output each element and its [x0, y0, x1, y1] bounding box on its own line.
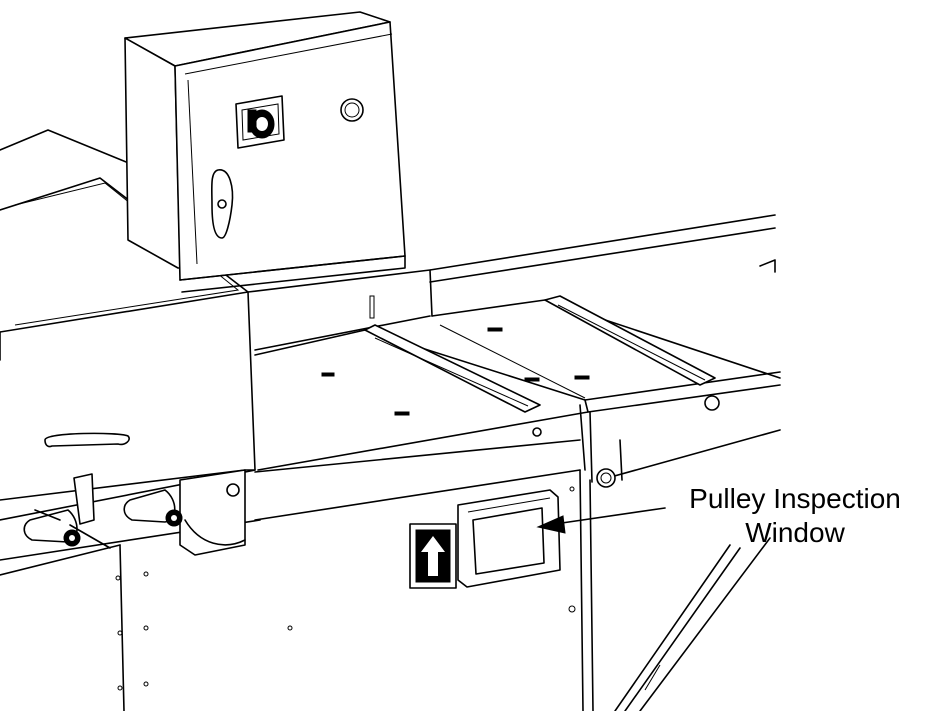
roller — [544, 295, 716, 386]
callout-label: Pulley Inspection Window — [668, 482, 922, 550]
pulley-inspection-window — [457, 489, 561, 588]
door-latch-icon — [210, 169, 234, 239]
conveyor-rear-panel — [247, 214, 776, 351]
roller — [364, 324, 541, 413]
belt-tension-clamps — [23, 469, 246, 556]
disconnect-switch-icon — [235, 95, 285, 149]
frame-brace — [614, 537, 771, 711]
indicator-light-icon — [340, 98, 364, 122]
conveyor-bed — [254, 295, 781, 488]
callout-label-line1: Pulley Inspection — [689, 483, 901, 514]
callout-label-line2: Window — [745, 517, 845, 548]
direction-arrow-icon — [409, 523, 457, 589]
callout-arrow — [536, 507, 666, 534]
control-box — [124, 11, 406, 293]
